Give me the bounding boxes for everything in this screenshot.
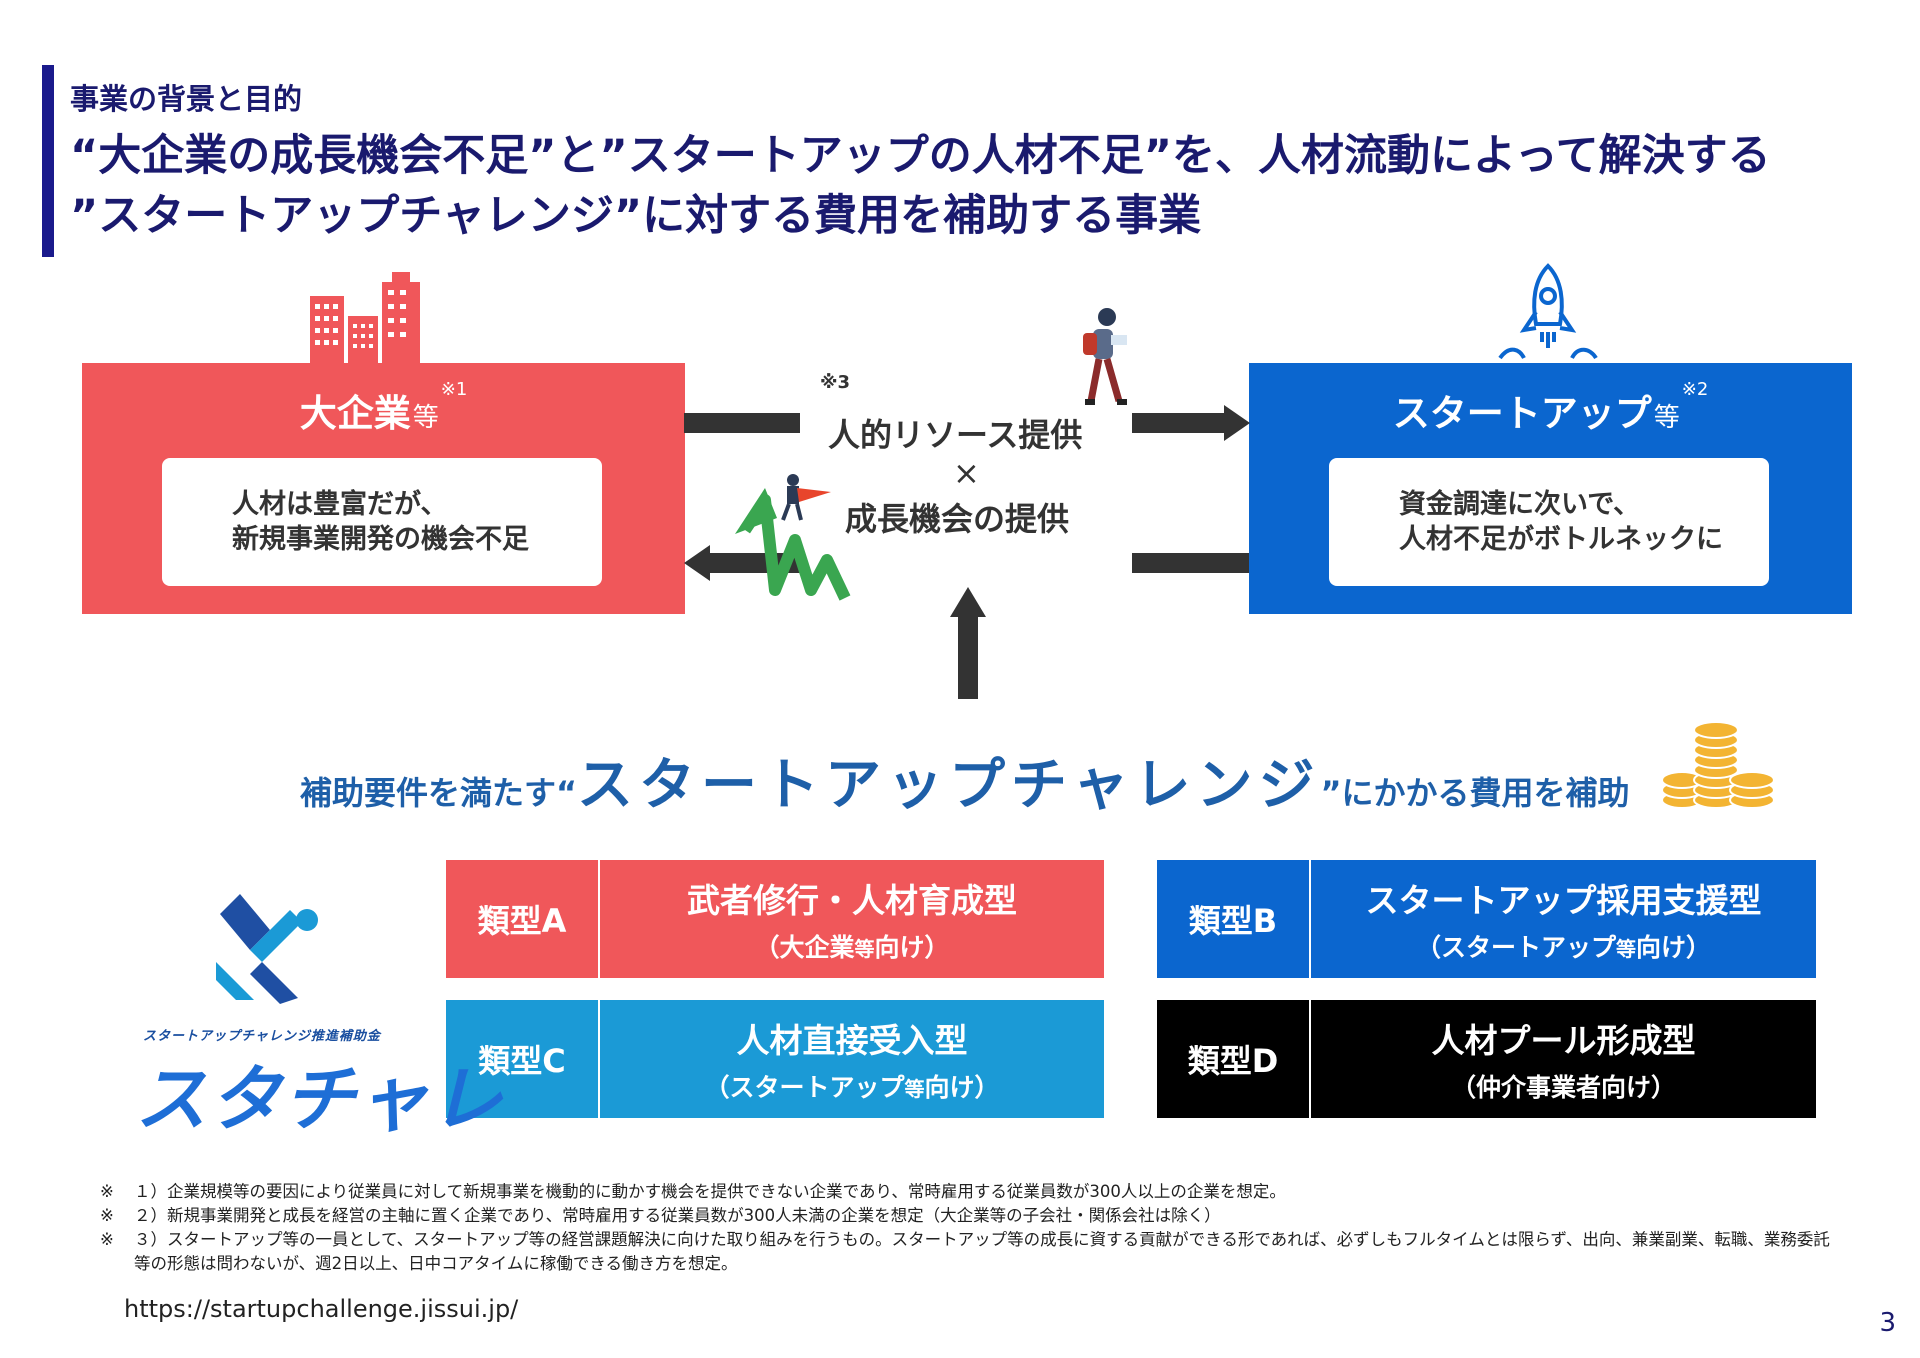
type-c-row: 類型C 人材直接受入型 （スタートアップ等向け） <box>446 1000 1104 1118</box>
large-company-desc-card: 人材は豊富だが、 新規事業開発の機会不足 <box>162 458 602 586</box>
type-d-label: 類型D <box>1157 1000 1311 1118</box>
type-c-target-post: 向け） <box>924 1073 1000 1102</box>
arrow-right-bar-bottom <box>1132 553 1249 573</box>
startup-title: スタートアップ等※2 <box>1249 379 1852 437</box>
type-b-name: スタートアップ採用支援型 <box>1365 881 1762 920</box>
type-a-target-pre: （大企業 <box>754 933 855 962</box>
startup-suffix: 等 <box>1653 403 1680 433</box>
coin-stack-icon <box>1661 721 1775 809</box>
type-a-desc: 武者修行・人材育成型 （大企業等向け） <box>600 860 1104 978</box>
footnote-2: ※ ２）新規事業開発と成長を経営の主軸に置く企業であり、常時雇用する従業員数が3… <box>100 1204 1840 1228</box>
footnote-2-mark: ※ <box>100 1206 114 1225</box>
type-c-target-pre: （スタートアップ <box>704 1073 905 1102</box>
large-company-desc-line-1: 人材は豊富だが、 <box>232 488 448 520</box>
sutachare-logo-mark-icon <box>216 894 318 1004</box>
page-title-line-2: ”スタートアップチャレンジ”に対する費用を補助する事業 <box>70 191 1202 241</box>
arrow-up-icon <box>950 587 986 699</box>
type-a-row: 類型A 武者修行・人材育成型 （大企業等向け） <box>446 860 1104 978</box>
website-url[interactable]: https://startupchallenge.jissui.jp/ <box>124 1295 519 1323</box>
type-a-label: 類型A <box>446 860 600 978</box>
growth-illustration-icon <box>735 474 851 601</box>
footnote-1-text: １）企業規模等の要因により従業員に対して新規事業を機動的に動かす機会を提供できな… <box>134 1182 1286 1201</box>
type-a-target-post: 向け） <box>874 933 950 962</box>
logo-main-text: スタチャレ <box>135 1057 505 1141</box>
type-b-target-post: 向け） <box>1636 933 1712 962</box>
type-d-target: （仲介事業者向け） <box>1451 1068 1676 1104</box>
startup-desc-card: 資金調達に次いで、 人材不足がボトルネックに <box>1329 458 1769 586</box>
large-company-box: 大企業等※1 人材は豊富だが、 新規事業開発の機会不足 <box>82 363 685 614</box>
footnote-3: ※ ３）スタートアップ等の一員として、スタートアップ等の経営課題解決に向けた取り… <box>100 1228 1840 1276</box>
footnote-3-text: ３）スタートアップ等の一員として、スタートアップ等の経営課題解決に向けた取り組み… <box>134 1230 1830 1273</box>
type-d-row: 類型D 人材プール形成型 （仲介事業者向け） <box>1157 1000 1816 1118</box>
type-d-name: 人材プール形成型 <box>1431 1021 1696 1060</box>
section-label: 事業の背景と目的 <box>70 82 303 116</box>
challenge-suffix: ”にかかる費用を補助 <box>1320 774 1630 812</box>
type-d-desc: 人材プール形成型 （仲介事業者向け） <box>1311 1000 1816 1118</box>
footnote-2-text: ２）新規事業開発と成長を経営の主軸に置く企業であり、常時雇用する従業員数が300… <box>134 1206 1221 1225</box>
startup-title-text: スタートアップ <box>1392 392 1652 435</box>
type-b-target-pre: （スタートアップ <box>1415 933 1616 962</box>
startup-desc-line-1: 資金調達に次いで、 <box>1399 488 1641 520</box>
footnote-1-mark: ※ <box>100 1182 114 1201</box>
type-a-target: （大企業等向け） <box>754 928 949 964</box>
type-a-target-small: 等 <box>854 937 875 961</box>
type-b-target: （スタートアップ等向け） <box>1416 928 1711 964</box>
logo-subtitle: スタートアップチャレンジ推進補助金 <box>143 1029 381 1044</box>
building-icon <box>310 272 420 364</box>
person-icon <box>1083 308 1127 405</box>
footnote-1: ※ １）企業規模等の要因により従業員に対して新規事業を機動的に動かす機会を提供で… <box>100 1180 1840 1204</box>
type-c-target: （スタートアップ等向け） <box>704 1068 999 1104</box>
arrow-right-icon <box>1132 405 1250 441</box>
footnotes: ※ １）企業規模等の要因により従業員に対して新規事業を機動的に動かす機会を提供で… <box>100 1180 1840 1276</box>
challenge-name: スタートアップチャレンジ <box>577 753 1321 818</box>
type-c-desc: 人材直接受入型 （スタートアップ等向け） <box>600 1000 1104 1118</box>
large-company-title-text: 大企業 <box>299 392 411 435</box>
rocket-icon <box>1498 263 1598 360</box>
arrow-left-bar-top <box>684 413 800 433</box>
page-number: 3 <box>1879 1308 1896 1338</box>
startup-note: ※2 <box>1681 379 1709 400</box>
page-title-line-1: “大企業の成長機会不足”と”スタートアップの人材不足”を、人材流動によって解決す… <box>70 131 1771 181</box>
exchange-note: ※3 <box>820 372 851 393</box>
type-a-name: 武者修行・人材育成型 <box>687 881 1017 920</box>
large-company-suffix: 等 <box>412 403 439 433</box>
challenge-prefix: 補助要件を満たす“ <box>300 774 578 812</box>
challenge-line: 補助要件を満たす“スタートアップチャレンジ”にかかる費用を補助 <box>300 740 1630 821</box>
startup-box: スタートアップ等※2 資金調達に次いで、 人材不足がボトルネックに <box>1249 363 1852 614</box>
type-b-desc: スタートアップ採用支援型 （スタートアップ等向け） <box>1311 860 1816 978</box>
exchange-line-2: 成長機会の提供 <box>845 500 1070 538</box>
large-company-title: 大企業等※1 <box>82 379 685 437</box>
type-d-target-pre: （仲介事業者向け） <box>1450 1073 1676 1102</box>
startup-desc-line-2: 人材不足がボトルネックに <box>1399 524 1723 555</box>
type-b-target-small: 等 <box>1616 937 1636 961</box>
large-company-note: ※1 <box>440 379 468 400</box>
type-b-label: 類型B <box>1157 860 1311 978</box>
type-c-name: 人材直接受入型 <box>736 1021 968 1060</box>
large-company-desc-line-2: 新規事業開発の機会不足 <box>232 524 529 555</box>
accent-bar <box>42 65 54 257</box>
type-c-target-small: 等 <box>904 1077 925 1101</box>
footnote-3-mark: ※ <box>100 1230 114 1249</box>
exchange-line-1: 人的リソース提供 <box>828 416 1083 454</box>
type-b-row: 類型B スタートアップ採用支援型 （スタートアップ等向け） <box>1157 860 1816 978</box>
type-c-label: 類型C <box>446 1000 600 1118</box>
exchange-times: × <box>953 454 980 492</box>
